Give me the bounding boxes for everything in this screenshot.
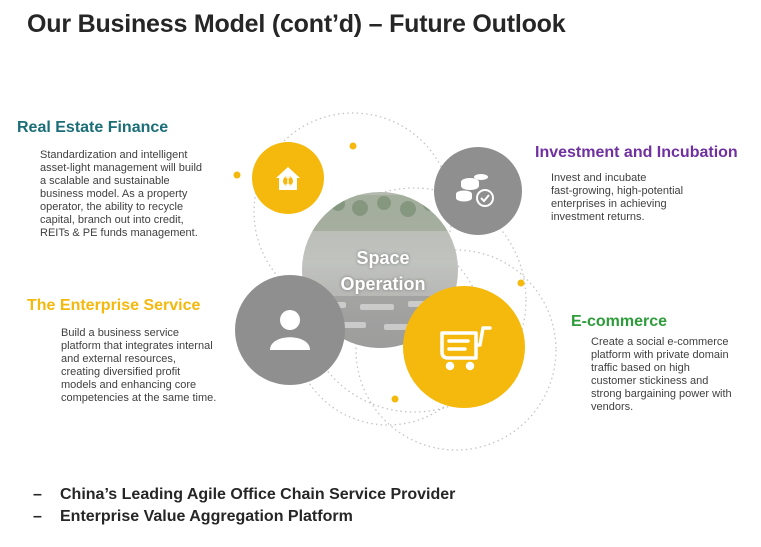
investment-node: [434, 147, 522, 235]
description-line: customer stickiness and: [591, 375, 709, 387]
enterprise-description: Build a business service platform that i…: [61, 327, 216, 405]
bullet-item: – China’s Leading Agile Office Chain Ser…: [33, 486, 455, 508]
shopping-cart-icon: [440, 326, 492, 371]
description-line: REITs & PE funds management.: [40, 227, 198, 239]
ecommerce-description: Create a social e-commerce platform with…: [591, 336, 732, 414]
description-line: business model. As a property: [40, 188, 188, 200]
orbit-ring-ecommerce: [355, 249, 557, 451]
description-line: Build a business service: [61, 327, 180, 339]
description-line: competencies at the same time.: [61, 392, 217, 404]
description-line: operator, the ability to recycle: [40, 201, 184, 213]
description-line: creating diversified profit: [61, 366, 181, 378]
page-title: Our Business Model (cont’d) – Future Out…: [27, 10, 566, 38]
description-line: vendors.: [591, 401, 634, 413]
description-line: fast-growing, high-potential: [551, 185, 684, 197]
description-line: traffic based on high: [591, 362, 690, 374]
house-icon: [276, 167, 300, 190]
description-line: Create a social e-commerce: [591, 336, 729, 348]
ecommerce-heading: E-commerce: [571, 313, 668, 330]
bullet-dash: –: [33, 486, 42, 503]
orbit-dots: [233, 142, 525, 403]
real-estate-node: [252, 142, 324, 214]
bullet-dash: –: [33, 508, 42, 525]
bullet-item: – Enterprise Value Aggregation Platform: [33, 508, 455, 530]
description-line: capital, branch out into credit,: [40, 214, 184, 226]
description-line: Invest and incubate: [551, 172, 647, 184]
summary-bullets: – China’s Leading Agile Office Chain Ser…: [33, 486, 455, 530]
center-label: Space Operation: [318, 245, 448, 297]
orbit-dot: [391, 395, 399, 403]
bullet-text: China’s Leading Agile Office Chain Servi…: [60, 486, 456, 503]
description-line: platform with private domain: [591, 349, 729, 361]
real-estate-description: Standardization and intelligent asset-li…: [40, 149, 202, 240]
orbit-dot: [233, 171, 241, 179]
description-line: models and enhancing core: [61, 379, 197, 391]
bullet-text: Enterprise Value Aggregation Platform: [60, 508, 353, 525]
investment-circle: [434, 147, 522, 235]
description-line: investment returns.: [551, 211, 645, 223]
orbit-dot: [349, 142, 357, 150]
orbit-ring-right: [301, 187, 527, 413]
person-icon: [270, 310, 310, 350]
enterprise-heading: The Enterprise Service: [27, 297, 201, 314]
description-line: platform that integrates internal: [61, 340, 213, 352]
description-line: strong bargaining power with: [591, 388, 732, 400]
description-line: and external resources,: [61, 353, 176, 365]
description-line: asset-light management will build: [40, 162, 203, 174]
enterprise-node: [235, 275, 345, 385]
center-label-line-2: Operation: [340, 274, 426, 294]
coins-check-icon: [456, 174, 494, 207]
description-line: Standardization and intelligent: [40, 149, 188, 161]
real-estate-heading: Real Estate Finance: [17, 119, 169, 136]
ecommerce-circle: [403, 286, 525, 408]
description-line: enterprises in achieving: [551, 198, 667, 210]
investment-description: Invest and incubate fast-growing, high-p…: [551, 172, 683, 224]
orbit-dot: [517, 279, 525, 287]
ecommerce-node: [403, 286, 525, 408]
center-label-line-1: Space: [356, 248, 410, 268]
description-line: a scalable and sustainable: [40, 175, 170, 187]
investment-heading: Investment and Incubation: [535, 144, 738, 161]
